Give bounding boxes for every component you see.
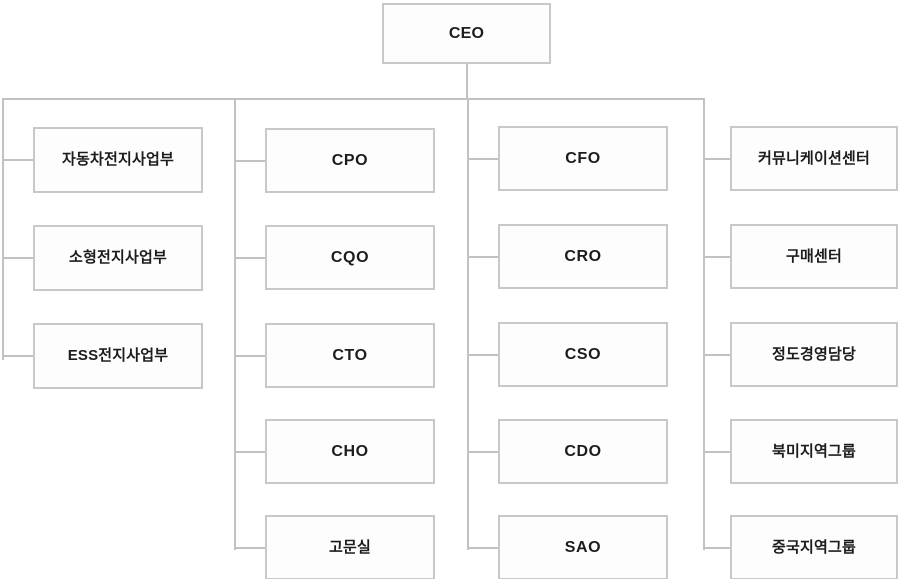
org-node-box[interactable]: 자동차전지사업부 xyxy=(33,127,203,193)
org-node-box[interactable]: CRO xyxy=(498,224,668,289)
connector-stub xyxy=(703,158,730,160)
org-node-box[interactable]: CTO xyxy=(265,323,435,388)
org-node-box[interactable]: CSO xyxy=(498,322,668,387)
org-node-label: 소형전지사업부 xyxy=(68,249,167,266)
connector-stub xyxy=(2,159,33,161)
org-node-label: CSO xyxy=(564,345,602,363)
org-node-box[interactable]: CFO xyxy=(498,126,668,191)
org-node-label: CHO xyxy=(331,442,369,460)
org-node-box[interactable]: CQO xyxy=(265,225,435,290)
org-node-box[interactable]: 북미지역그룹 xyxy=(730,419,898,484)
org-node-box[interactable]: ESS전지사업부 xyxy=(33,323,203,389)
connector-stub xyxy=(467,256,498,258)
org-node-box[interactable]: 고문실 xyxy=(265,515,435,579)
org-node-label: CTO xyxy=(332,346,368,364)
connector-stub xyxy=(467,354,498,356)
org-node-label: CQO xyxy=(330,248,370,266)
connector-stub xyxy=(703,547,730,549)
org-node-box[interactable]: CPO xyxy=(265,128,435,193)
org-node-label: CRO xyxy=(564,247,602,265)
org-node-label: 북미지역그룹 xyxy=(771,442,856,460)
connector-stub xyxy=(2,257,33,259)
column-trunk-centers-and-regions xyxy=(703,98,705,550)
connector-stub xyxy=(234,355,265,357)
connector-stub xyxy=(467,547,498,549)
connector-stub xyxy=(703,256,730,258)
org-node-box[interactable]: 정도경영담당 xyxy=(730,322,898,387)
org-node-label: 중국지역그룹 xyxy=(771,538,856,556)
ceo-drop-line xyxy=(466,64,468,100)
org-node-box[interactable]: 소형전지사업부 xyxy=(33,225,203,291)
org-node-box[interactable]: 중국지역그룹 xyxy=(730,515,898,579)
org-node-label: CEO xyxy=(448,24,485,42)
column-trunk-business-divisions xyxy=(2,98,4,360)
org-node-label: 커뮤니케이션센터 xyxy=(757,149,870,167)
main-bus-line xyxy=(2,98,705,100)
connector-stub xyxy=(234,160,265,162)
connector-stub xyxy=(703,451,730,453)
org-node-label: 구매센터 xyxy=(785,247,842,265)
column-trunk-officers-left xyxy=(234,98,236,550)
org-node-box[interactable]: SAO xyxy=(498,515,668,579)
connector-stub xyxy=(467,451,498,453)
connector-stub xyxy=(234,451,265,453)
org-node-box[interactable]: 커뮤니케이션센터 xyxy=(730,126,898,191)
org-node-label: 고문실 xyxy=(328,538,371,556)
connector-stub xyxy=(703,354,730,356)
org-node-box[interactable]: CHO xyxy=(265,419,435,484)
org-node-label: CDO xyxy=(564,442,602,460)
org-node-box[interactable]: CDO xyxy=(498,419,668,484)
org-node-label: SAO xyxy=(564,538,602,556)
org-node-label: 자동차전지사업부 xyxy=(61,151,174,168)
org-node-label: CFO xyxy=(565,149,601,167)
org-node-box[interactable]: 구매센터 xyxy=(730,224,898,289)
connector-stub xyxy=(234,257,265,259)
org-node-label: CPO xyxy=(331,151,369,169)
column-trunk-officers-right xyxy=(467,98,469,550)
connector-stub xyxy=(234,547,265,549)
connector-stub xyxy=(467,158,498,160)
org-node-label: ESS전지사업부 xyxy=(67,347,169,364)
org-node-label: 정도경영담당 xyxy=(771,345,856,363)
org-node-ceo[interactable]: CEO xyxy=(382,3,551,64)
connector-stub xyxy=(2,355,33,357)
